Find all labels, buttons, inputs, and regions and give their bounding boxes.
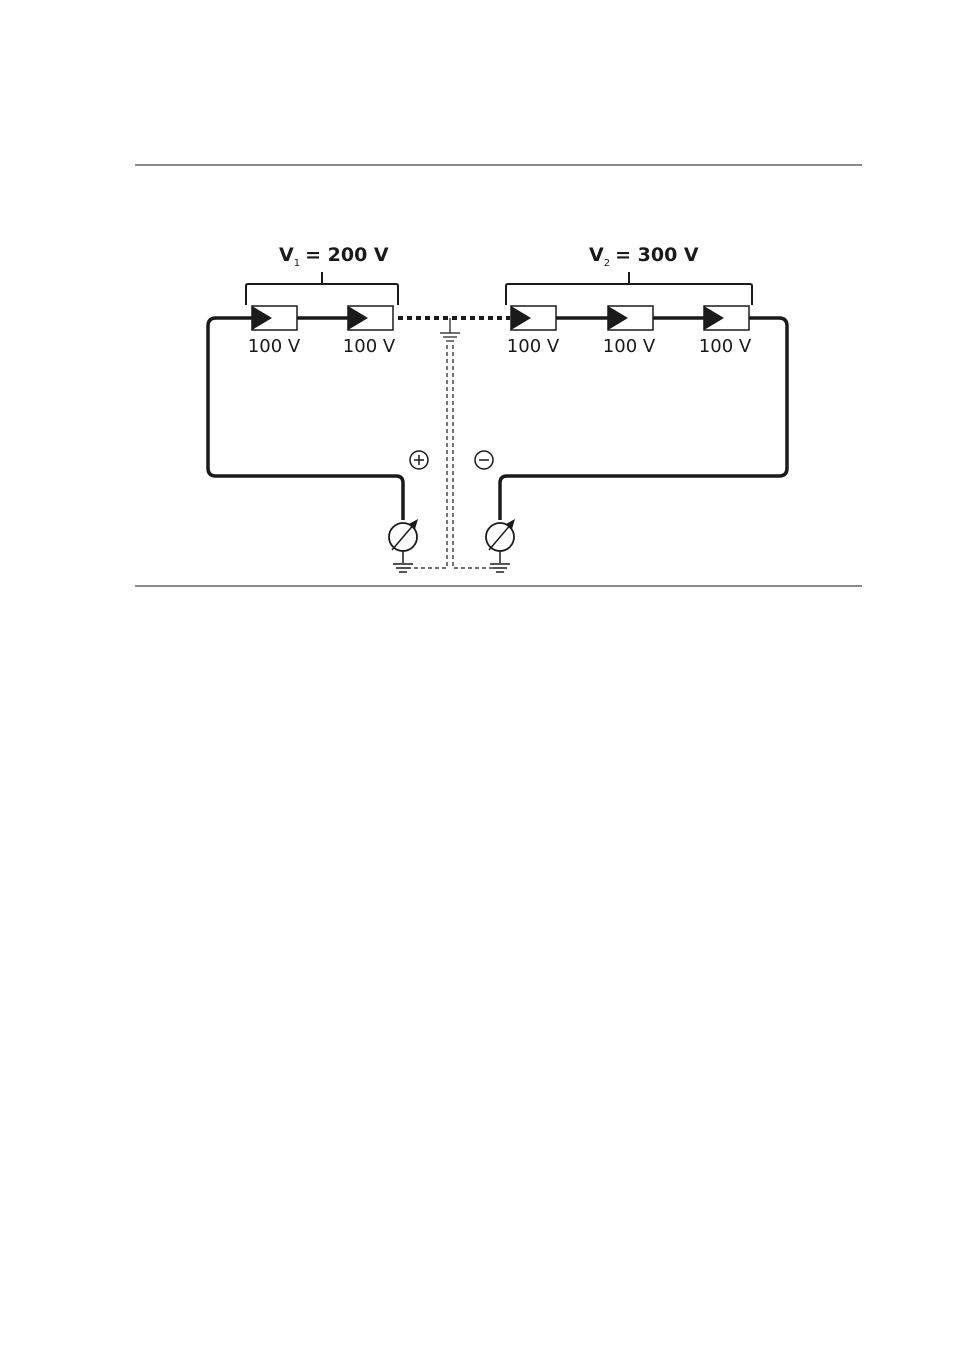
minus-terminal-icon [474, 450, 494, 470]
panel-voltage-label: 100 V [248, 336, 301, 357]
ground-icon [440, 318, 460, 342]
voltmeter-icon [388, 519, 418, 573]
positive-conductor [206, 316, 405, 520]
pv-module-icon [703, 305, 750, 331]
string-1-bracket [245, 272, 399, 305]
plus-terminal-icon [409, 450, 429, 470]
pv-module-icon [251, 305, 298, 331]
pv-module-icon [510, 305, 557, 331]
string-2-voltage-label: V2= 300 V [589, 244, 699, 269]
pv-module-icon [347, 305, 394, 331]
panel-voltage-label: 100 V [507, 336, 560, 357]
ground-return-path [409, 345, 494, 569]
negative-conductor [498, 316, 789, 520]
panel-voltage-label: 100 V [699, 336, 752, 357]
voltmeter-icon [485, 519, 515, 573]
pv-module-icon [607, 305, 654, 331]
panel-voltage-label: 100 V [343, 336, 396, 357]
string-1-voltage-label: V1= 200 V [279, 244, 389, 269]
panel-voltage-label: 100 V [603, 336, 656, 357]
string-2-bracket [505, 272, 753, 305]
